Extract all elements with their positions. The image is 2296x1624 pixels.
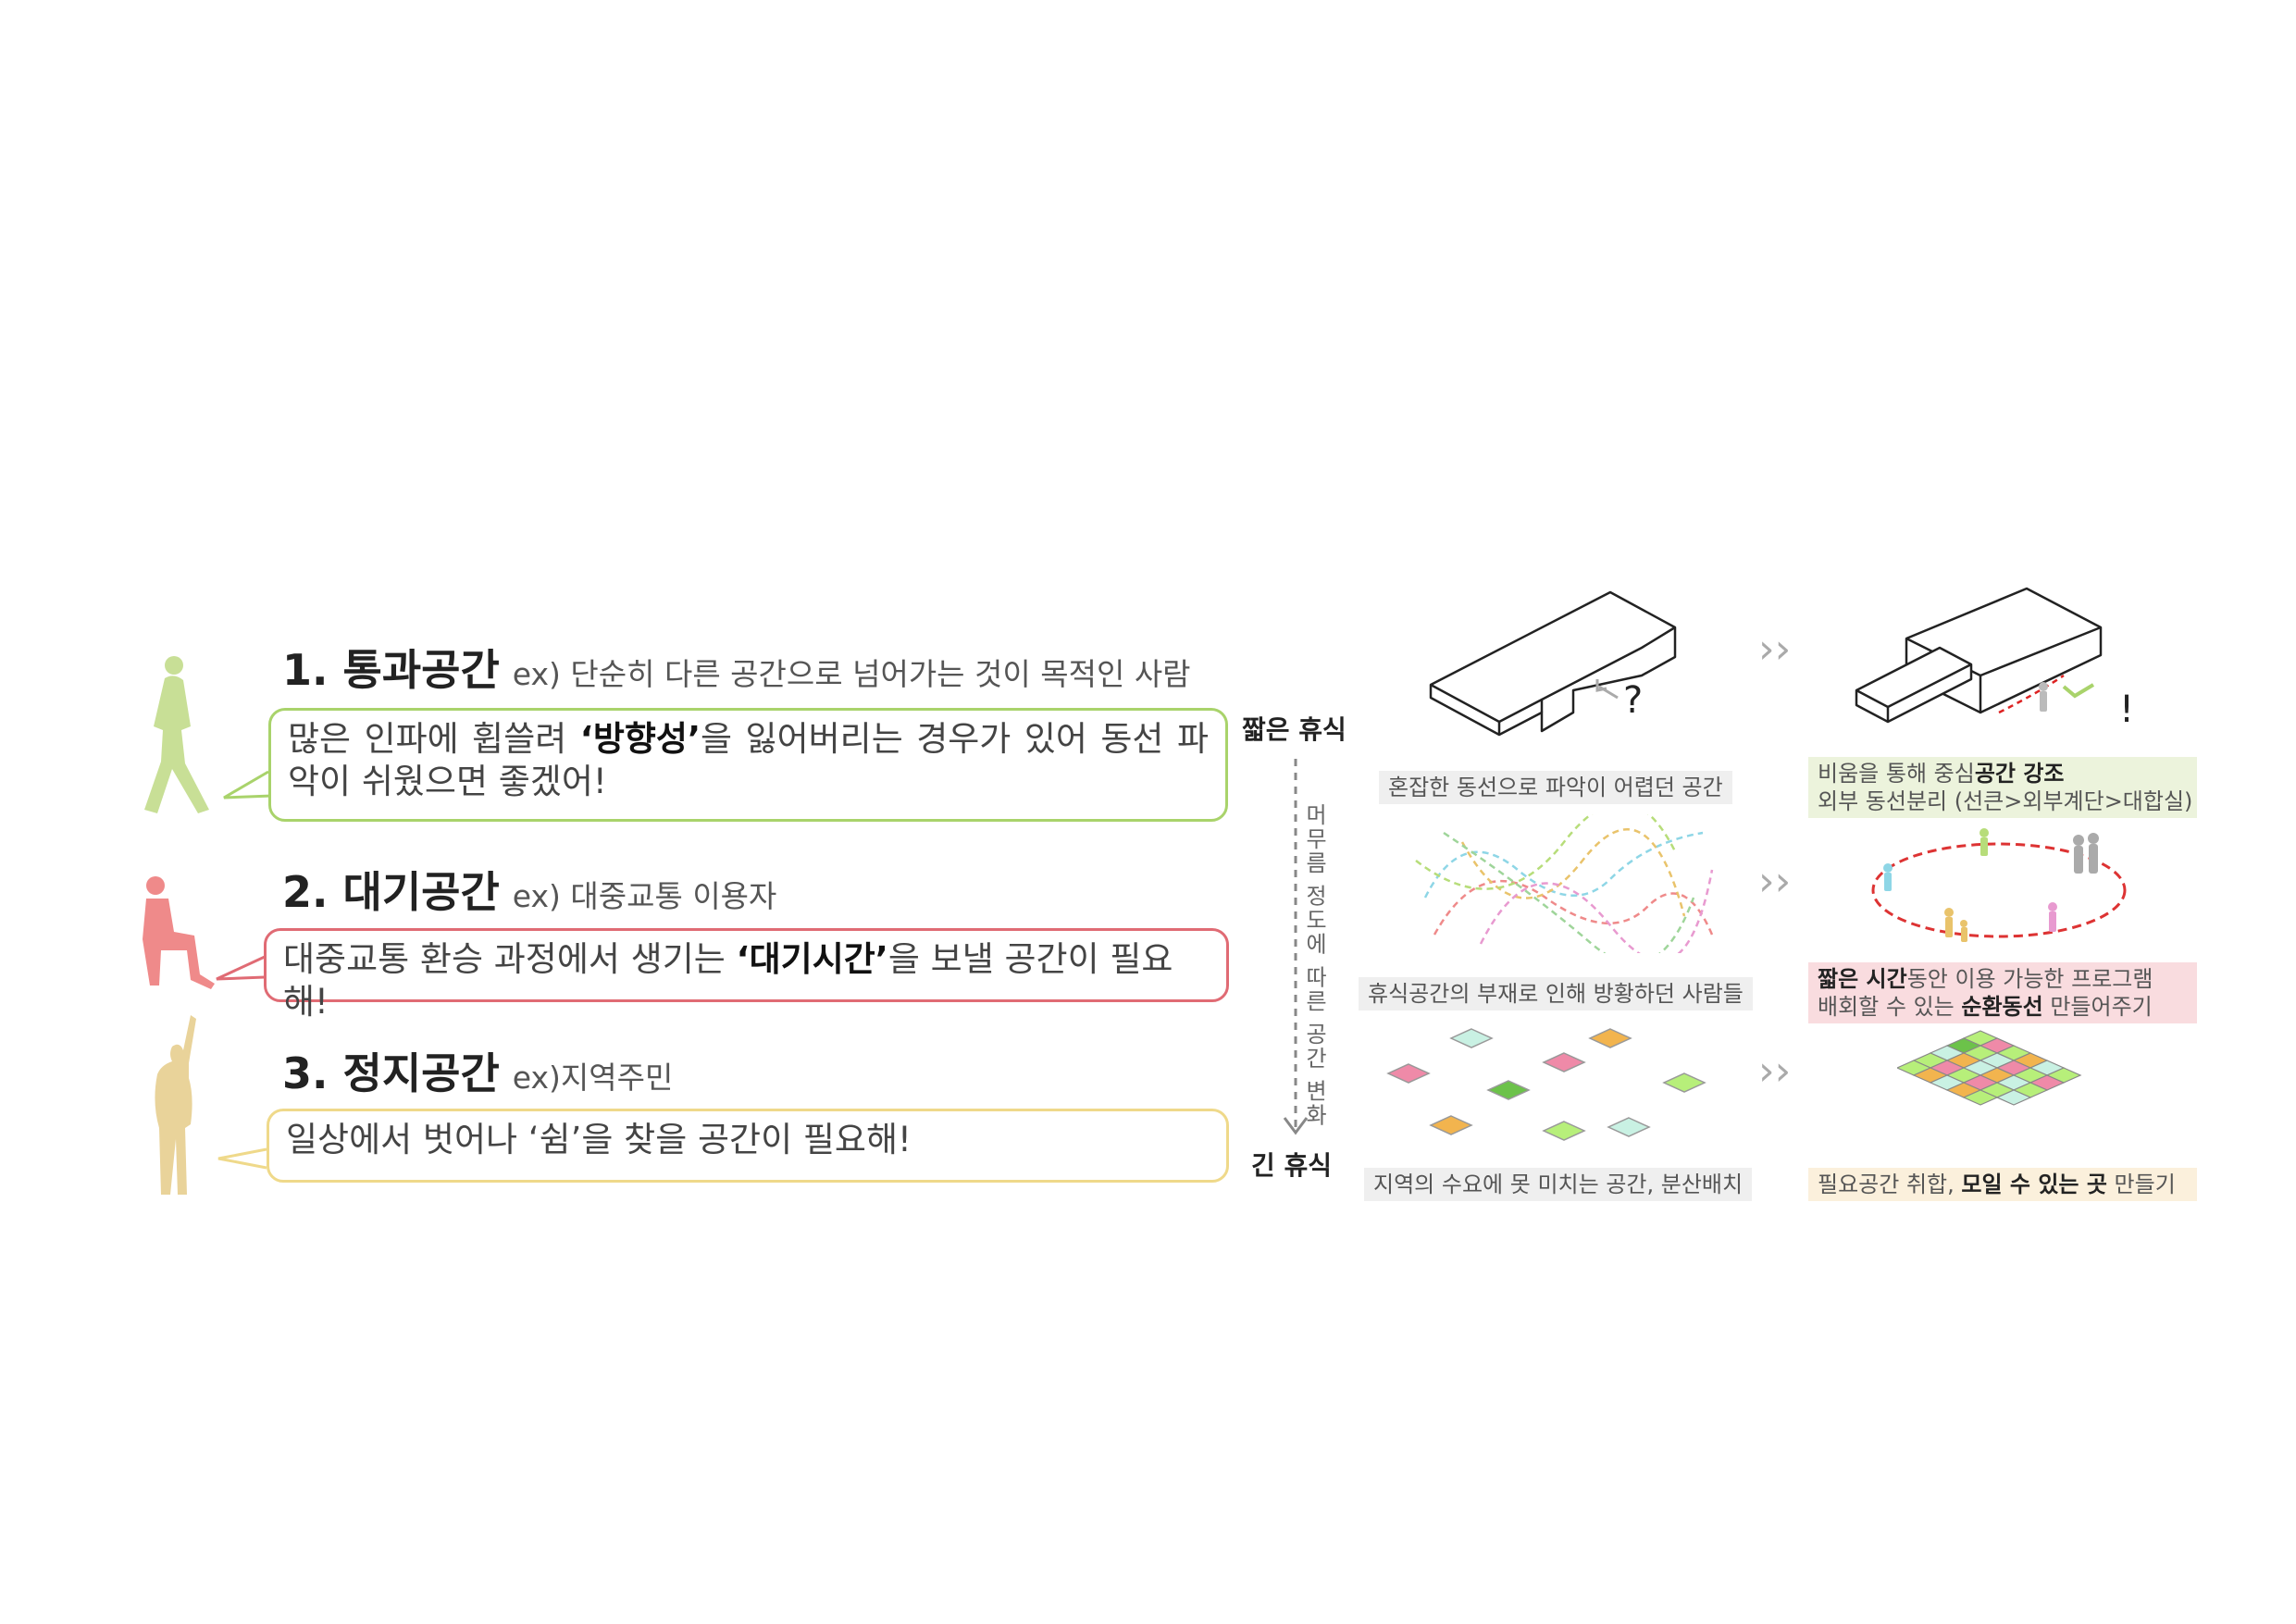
chevron-icon-1: ›› xyxy=(1758,626,1792,673)
category-2-example: ex) 대중교통 이용자 xyxy=(512,878,777,914)
scattered-tiles-diagram xyxy=(1386,1028,1706,1141)
sitting-person-icon xyxy=(143,876,215,989)
grid-tiles-diagram xyxy=(1897,1030,2082,1106)
circular-flow-diagram xyxy=(1871,828,2127,942)
caption-row3-right: 필요공간 취합, 모일 수 있는 곳 만들기 xyxy=(1808,1168,2197,1201)
bubble-3-tail xyxy=(217,1147,267,1170)
bubble-1-tail xyxy=(223,770,273,800)
category-2-heading: 2. 대기공간 xyxy=(282,867,500,917)
caption-row2-right: 짧은 시간동안 이용 가능한 프로그램 배회할 수 있는 순환동선 만들어주기 xyxy=(1808,962,2197,1023)
category-1-title: 1. 통과공간 ex) 단순히 다른 공간으로 넘어가는 것이 목적인 사람 xyxy=(282,637,1191,698)
bubble-2-tail xyxy=(216,955,266,981)
category-1-example: ex) 단순히 다른 공간으로 넘어가는 것이 목적인 사람 xyxy=(512,656,1191,692)
chevron-icon-3: ›› xyxy=(1758,1048,1792,1095)
caption-row1-left: 혼잡한 동선으로 파악이 어렵던 공간 xyxy=(1379,771,1732,804)
building-block-diagram: ? xyxy=(1429,590,1677,737)
standing-person-icon xyxy=(155,1015,196,1195)
axis-top-label: 짧은 휴식 xyxy=(1242,714,1347,745)
question-mark: ? xyxy=(1623,679,1643,722)
exclamation-mark: ! xyxy=(2119,688,2134,731)
walking-person-icon xyxy=(144,656,209,813)
category-3-heading: 3. 정지공간 xyxy=(282,1048,500,1098)
caption-row1-right: 비움을 통해 중심공간 강조 외부 동선분리 (선큰>외부계단>대합실) xyxy=(1808,757,2197,818)
wandering-paths-diagram xyxy=(1415,814,1714,953)
category-3-title: 3. 정지공간 ex)지역주민 xyxy=(282,1040,673,1101)
axis-vertical-label: 머무름 정도에 따른 공간 변화 xyxy=(1301,803,1327,1128)
category-2-title: 2. 대기공간 ex) 대중교통 이용자 xyxy=(282,859,776,920)
caption-row3-left: 지역의 수요에 못 미치는 공간, 분산배치 xyxy=(1364,1168,1753,1201)
axis-bottom-label: 긴 휴식 xyxy=(1251,1150,1333,1181)
category-1-heading: 1. 통과공간 xyxy=(282,645,500,695)
separated-building-diagram: ! xyxy=(1855,587,2134,731)
speech-bubble-1: 많은 인파에 휩쓸려 ‘방향성’을 잃어버리는 경우가 있어 동선 파악이 쉬웠… xyxy=(268,708,1228,822)
chevron-icon-2: ›› xyxy=(1758,858,1792,905)
speech-bubble-2: 대중교통 환승 과정에서 생기는 ‘대기시간’을 보낼 공간이 필요해! xyxy=(264,928,1229,1022)
category-3-example: ex)지역주민 xyxy=(512,1060,674,1096)
caption-row2-left: 휴식공간의 부재로 인해 방황하던 사람들 xyxy=(1359,977,1753,1010)
speech-bubble-3: 일상에서 벗어나 ‘쉼’을 찾을 공간이 필요해! xyxy=(267,1109,1229,1183)
axis-arrow xyxy=(1283,759,1309,1135)
